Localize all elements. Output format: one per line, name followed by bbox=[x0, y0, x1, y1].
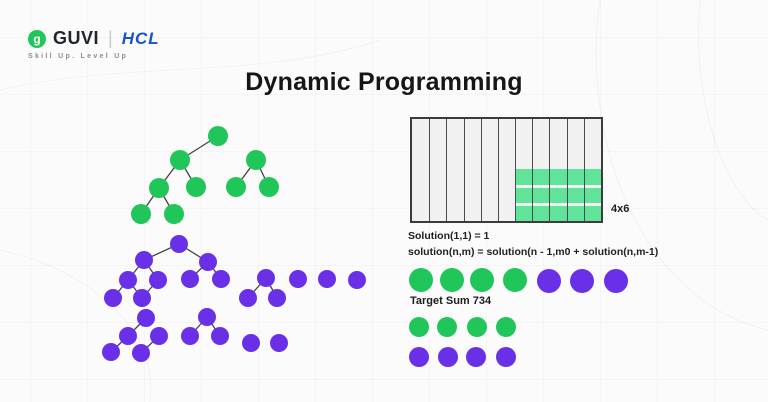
node-green-tree-l2a bbox=[149, 178, 169, 198]
node-row1-purple-3 bbox=[604, 269, 628, 293]
node-purple-tree-rl bbox=[181, 270, 199, 288]
node-purple-bot-root bbox=[198, 308, 216, 326]
grid-column-line-10 bbox=[583, 119, 585, 221]
page-title: Dynamic Programming bbox=[245, 68, 523, 96]
node-purple-tree-l bbox=[135, 251, 153, 269]
grid-column-line-6 bbox=[515, 119, 517, 221]
node-row3-purple-2 bbox=[438, 347, 458, 367]
node-purple-tree-root bbox=[170, 235, 188, 253]
node-green-sub-r bbox=[259, 177, 279, 197]
grid-size-label: 4x6 bbox=[611, 203, 630, 215]
node-purple-chain-a2 bbox=[119, 327, 137, 345]
node-row3-purple-3 bbox=[466, 347, 486, 367]
grid-column-line-3 bbox=[463, 119, 465, 221]
node-row1-green-3 bbox=[470, 268, 494, 292]
node-purple-bot-r bbox=[211, 327, 229, 345]
grid-column-line-9 bbox=[566, 119, 568, 221]
node-row2-green-3 bbox=[467, 317, 487, 337]
node-purple-mid-r bbox=[268, 289, 286, 307]
node-purple-tree-ll bbox=[119, 271, 137, 289]
logo-tagline: Skill Up. Level Up bbox=[28, 53, 129, 60]
node-purple-chain-a1 bbox=[137, 309, 155, 327]
node-row2-green-2 bbox=[437, 317, 457, 337]
node-row3-purple-1 bbox=[409, 347, 429, 367]
node-purple-mid-root bbox=[257, 269, 275, 287]
grid-column-line-1 bbox=[429, 119, 431, 221]
grid-column-line-4 bbox=[480, 119, 482, 221]
hcl-wordmark: HCL bbox=[121, 28, 160, 48]
node-purple-tree-llr bbox=[133, 289, 151, 307]
node-purple-chain-b1 bbox=[150, 327, 168, 345]
logo-row: g GUVI | HCL bbox=[28, 28, 160, 49]
node-purple-dot-1 bbox=[289, 270, 307, 288]
node-row3-purple-4 bbox=[496, 347, 516, 367]
node-green-sub-l bbox=[226, 177, 246, 197]
node-purple-tree-lr bbox=[149, 271, 167, 289]
node-purple-dot-5 bbox=[270, 334, 288, 352]
guvi-hcl-logo: g GUVI | HCL Skill Up. Level Up bbox=[28, 28, 160, 60]
node-green-tree-l3b bbox=[164, 204, 184, 224]
guvi-logo-icon: g bbox=[28, 29, 46, 48]
node-green-tree-l1 bbox=[170, 150, 190, 170]
node-row1-green-1 bbox=[409, 268, 433, 292]
node-green-tree-l3a bbox=[131, 204, 151, 224]
node-row1-green-4 bbox=[503, 268, 527, 292]
node-green-tree-root bbox=[208, 126, 228, 146]
grid-highlight-band-3 bbox=[515, 206, 601, 221]
node-purple-mid-l bbox=[239, 289, 257, 307]
node-purple-bot-l bbox=[181, 327, 199, 345]
grid-column-line-7 bbox=[532, 119, 534, 221]
grid-highlight-band-1 bbox=[515, 169, 601, 185]
formula-base-case: Solution(1,1) = 1 bbox=[408, 230, 490, 242]
grid-column-line-2 bbox=[446, 119, 448, 221]
node-row2-green-4 bbox=[496, 317, 516, 337]
node-green-sub-root bbox=[246, 150, 266, 170]
logo-divider: | bbox=[108, 28, 113, 48]
node-purple-tree-rr bbox=[212, 270, 230, 288]
grid-figure bbox=[410, 117, 603, 223]
node-purple-chain-a3 bbox=[102, 343, 120, 361]
node-purple-tree-r bbox=[199, 253, 217, 271]
node-purple-tree-lll bbox=[104, 289, 122, 307]
guvi-wordmark: GUVI bbox=[53, 28, 100, 48]
node-purple-dot-3 bbox=[348, 271, 366, 289]
node-row1-purple-2 bbox=[570, 269, 594, 293]
node-row2-green-1 bbox=[409, 317, 429, 337]
node-row1-green-2 bbox=[440, 268, 464, 292]
node-green-tree-l2b bbox=[186, 177, 206, 197]
grid-column-line-8 bbox=[549, 119, 551, 221]
target-sum-label: Target Sum 734 bbox=[410, 295, 492, 307]
node-purple-chain-b2 bbox=[132, 344, 150, 362]
grid-highlight-band-2 bbox=[515, 188, 601, 203]
node-row1-purple-1 bbox=[537, 269, 561, 293]
node-purple-dot-2 bbox=[318, 270, 336, 288]
grid-column-line-5 bbox=[497, 119, 499, 221]
node-purple-dot-4 bbox=[242, 334, 260, 352]
formula-recurrence: solution(n,m) = solution(n - 1,m0 + solu… bbox=[408, 246, 659, 258]
